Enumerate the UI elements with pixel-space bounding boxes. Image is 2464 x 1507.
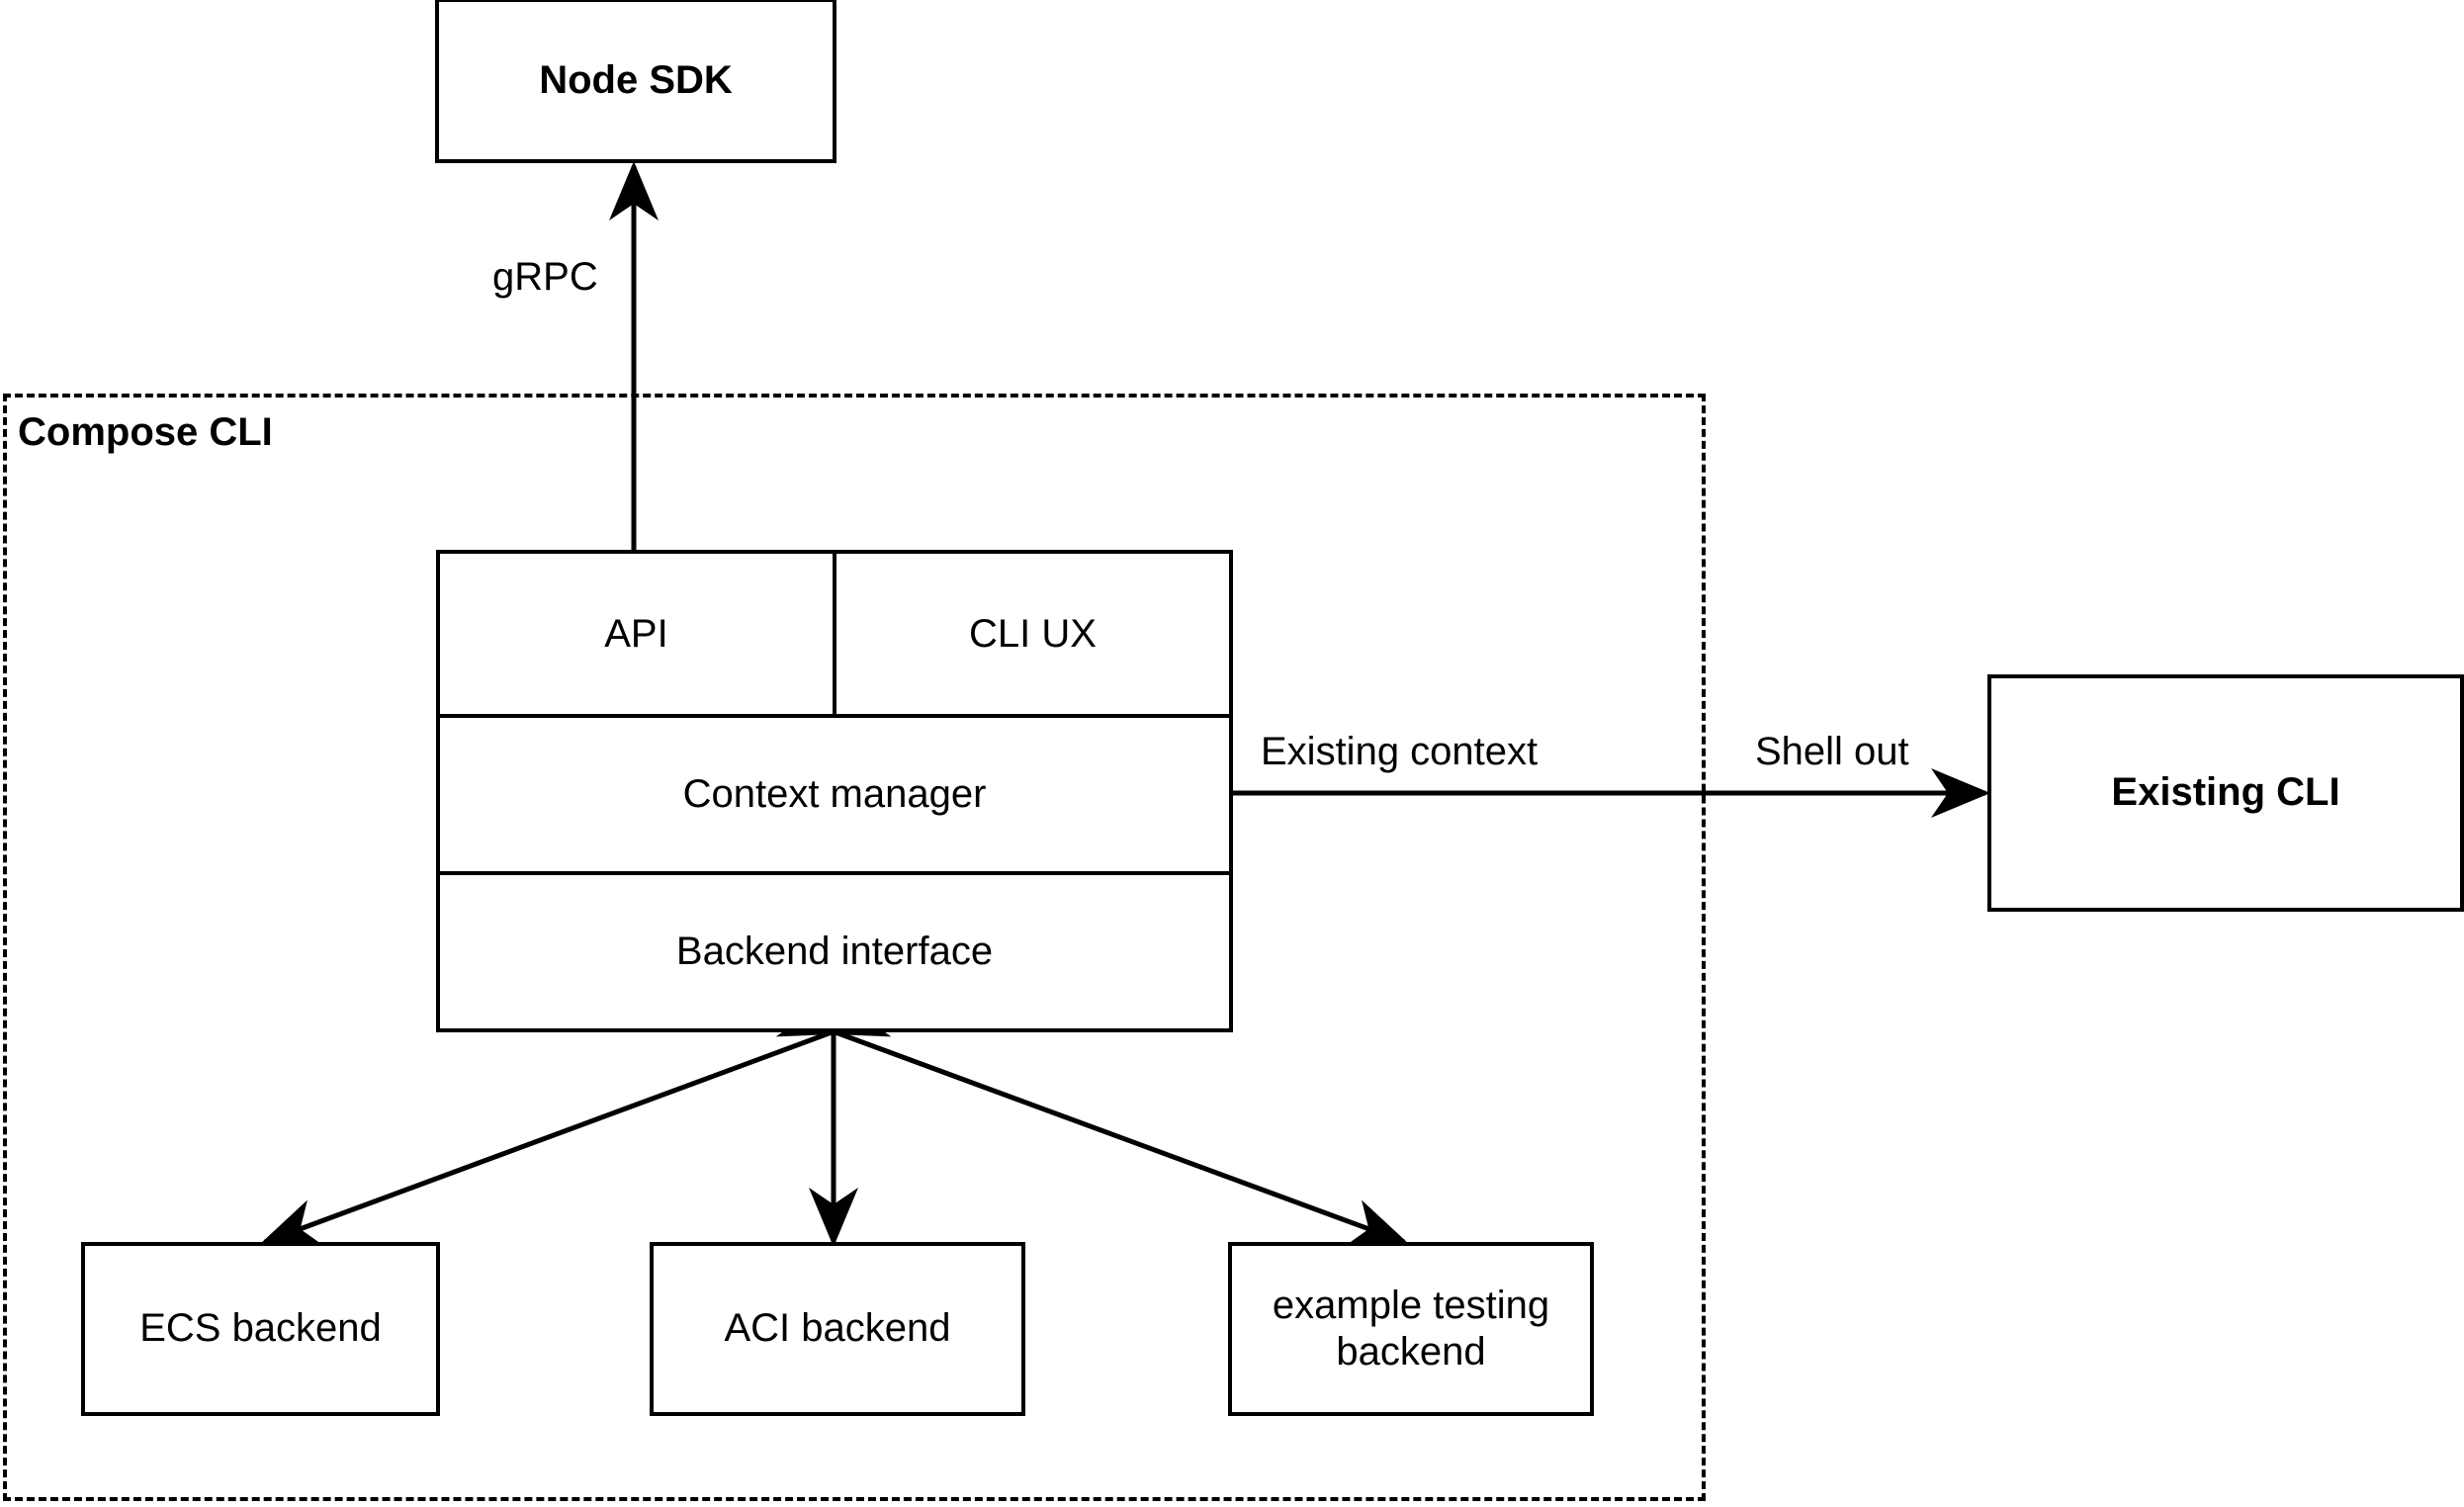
node-example-testing-backend-label: example testing backend: [1232, 1283, 1590, 1375]
node-existing-cli[interactable]: Existing CLI: [1987, 674, 2464, 912]
stack-cell-cli-ux[interactable]: CLI UX: [836, 554, 1229, 714]
edge-label-existing-context: Existing context: [1261, 730, 1539, 773]
stack-row-context-manager: Context manager: [440, 718, 1229, 875]
stack-row-backend-interface: Backend interface: [440, 875, 1229, 1028]
compose-cli-group: [3, 394, 1706, 1501]
compose-cli-group-label: Compose CLI: [18, 410, 273, 454]
node-ecs-backend[interactable]: ECS backend: [81, 1242, 440, 1416]
stack-row-api: API CLI UX: [440, 554, 1229, 718]
stack-cell-backend-interface-label: Backend interface: [675, 930, 994, 973]
node-ecs-backend-label: ECS backend: [139, 1306, 382, 1351]
compose-cli-stack: API CLI UX Context manager Backend inter…: [436, 550, 1233, 1032]
stack-cell-context-manager[interactable]: Context manager: [440, 718, 1229, 871]
node-aci-backend[interactable]: ACI backend: [650, 1242, 1025, 1416]
node-example-testing-backend-line1: example testing: [1272, 1283, 1550, 1327]
edge-label-grpc: gRPC: [492, 255, 598, 299]
node-aci-backend-label: ACI backend: [724, 1306, 951, 1351]
stack-cell-cli-ux-label: CLI UX: [969, 611, 1097, 656]
node-example-testing-backend-line2: backend: [1336, 1330, 1486, 1374]
stack-cell-backend-interface[interactable]: Backend interface: [440, 875, 1229, 1028]
edge-label-shell-out: Shell out: [1755, 730, 1909, 773]
node-example-testing-backend[interactable]: example testing backend: [1228, 1242, 1594, 1416]
node-node-sdk[interactable]: Node SDK: [435, 0, 836, 163]
stack-cell-api-label: API: [604, 611, 668, 656]
node-node-sdk-label: Node SDK: [539, 57, 733, 102]
stack-cell-context-manager-label: Context manager: [682, 772, 987, 816]
stack-cell-api[interactable]: API: [440, 554, 836, 714]
node-existing-cli-label: Existing CLI: [2111, 770, 2340, 815]
